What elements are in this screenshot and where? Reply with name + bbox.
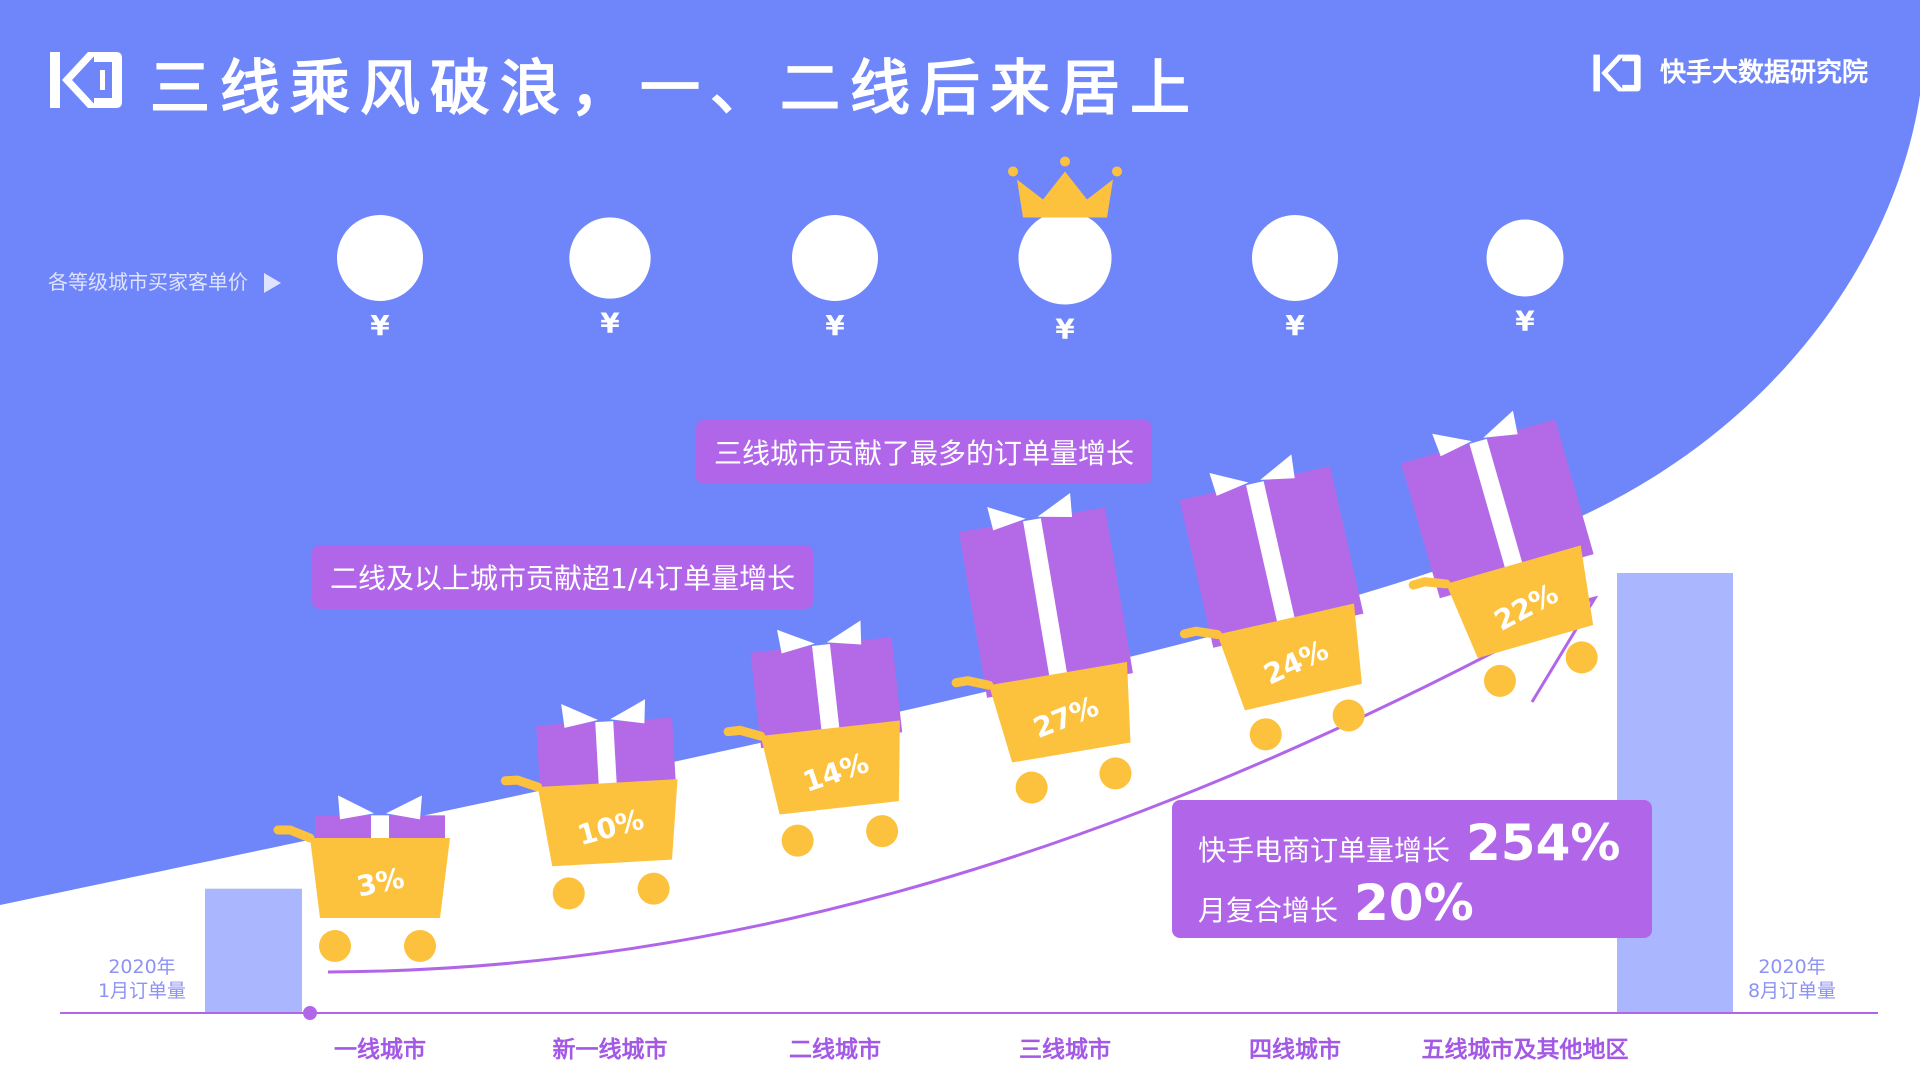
cart-wheel	[637, 872, 670, 905]
axis-start-dot	[303, 1006, 317, 1020]
price-balloon	[1018, 211, 1112, 305]
gift-ribbon	[812, 644, 841, 742]
category-label: 一线城市	[334, 1037, 426, 1063]
brand-name: 快手大数据研究院	[1659, 58, 1868, 88]
crown-icon	[1017, 171, 1113, 218]
cart-wheel	[781, 824, 814, 857]
gift-bow-left	[1432, 433, 1472, 457]
jan-label-text: 1月订单量	[97, 980, 187, 1002]
gift-ribbon	[1246, 481, 1298, 633]
currency-icon: ¥	[1285, 309, 1305, 342]
page-title: 三线乘风破浪，一、二线后来居上	[150, 54, 1200, 124]
currency-icon: ¥	[370, 309, 390, 342]
cart-wheel	[404, 930, 436, 962]
price-balloon	[337, 215, 423, 301]
aug-label-year: 2020年	[1758, 956, 1826, 978]
gift-bow-right	[1260, 454, 1295, 480]
aug-label-text: 8月订单量	[1747, 980, 1837, 1002]
gift-ribbon	[595, 721, 618, 796]
price-row-label: 各等级城市买家客单价	[48, 266, 282, 295]
category-label: 二线城市	[789, 1037, 881, 1063]
gift-bow-right	[1483, 410, 1518, 438]
cart-basket	[310, 838, 450, 918]
cart-handle	[1179, 626, 1222, 640]
gift-bow-right	[1037, 493, 1073, 518]
cart-wheel	[1332, 699, 1365, 732]
growth-label: 快手电商订单量增长	[1198, 834, 1451, 867]
cart-wheel	[866, 815, 899, 848]
order-volume-bar	[205, 888, 302, 1013]
gift-bow-left	[1209, 472, 1249, 496]
price-balloon	[1486, 219, 1564, 297]
gift-bow-right	[610, 699, 646, 724]
cart-group: 10%	[500, 699, 678, 910]
crown-jewel	[1060, 156, 1070, 167]
gift-bow-right	[386, 795, 422, 820]
jan-order-label: 2020年 1月订单量	[82, 955, 202, 1003]
cart-group: 22%	[1401, 410, 1598, 697]
category-label: 三线城市	[1019, 1037, 1111, 1063]
price-label-text: 各等级城市买家客单价	[48, 270, 248, 294]
brand-logo-icon	[1593, 54, 1641, 92]
cart-wheel	[1015, 771, 1048, 804]
kuaishou-logo-icon	[50, 52, 122, 108]
summary-callout: 快手电商订单量增长 254% 月复合增长 20%	[1172, 800, 1652, 938]
cart-handle	[723, 725, 766, 741]
jan-label-year: 2020年	[108, 956, 176, 978]
currency-icon: ¥	[1515, 304, 1535, 337]
growth-value: 254%	[1466, 814, 1621, 872]
crown-jewel	[1112, 166, 1122, 177]
category-label: 四线城市	[1249, 1037, 1341, 1063]
cart-handle	[273, 825, 315, 843]
cart-basket	[537, 779, 678, 867]
gift-bow-left	[777, 629, 815, 654]
cagr-value: 20%	[1354, 874, 1474, 932]
cart-basket	[1446, 545, 1594, 659]
cart-wheel	[1099, 757, 1132, 790]
cart-group: 3%	[273, 795, 450, 962]
cart-basket	[988, 661, 1131, 763]
gift-bow-left	[987, 507, 1026, 531]
currency-icon: ¥	[600, 307, 620, 340]
currency-icon: ¥	[1055, 313, 1075, 346]
cart-wheel	[1483, 664, 1516, 697]
cart-basket	[1217, 603, 1362, 711]
gift-bow-left	[338, 795, 374, 820]
cart-group: 27%	[951, 493, 1133, 804]
cart-basket	[760, 720, 900, 815]
cart-group: 14%	[723, 620, 903, 857]
gift-ribbon	[1469, 438, 1526, 579]
cart-wheel	[319, 930, 351, 962]
callout-second-tier: 二线及以上城市贡献超1/4订单量增长	[312, 545, 814, 609]
cagr-label: 月复合增长	[1198, 894, 1339, 927]
price-balloon	[1252, 215, 1338, 301]
category-label: 新一线城市	[552, 1037, 668, 1063]
cart-handle	[1408, 577, 1451, 590]
play-arrow-icon	[264, 273, 282, 293]
price-balloon	[792, 215, 878, 301]
gift-bow-left	[561, 703, 599, 728]
gift-ribbon	[1023, 518, 1069, 687]
currency-icon: ¥	[825, 309, 845, 342]
growth-arrow-line	[327, 596, 1596, 974]
aug-order-label: 2020年 8月订单量	[1732, 955, 1852, 1003]
callout-third-tier: 三线城市贡献了最多的订单量增长	[696, 420, 1153, 484]
price-balloon	[569, 217, 651, 299]
cart-group: 24%	[1179, 454, 1365, 751]
gift-bow-right	[826, 620, 862, 645]
order-volume-bar	[1617, 573, 1733, 1013]
cart-handle	[951, 676, 994, 690]
cart-wheel	[1565, 641, 1598, 674]
cart-handle	[500, 775, 543, 792]
crown-jewel	[1008, 166, 1018, 177]
cart-wheel	[1249, 718, 1282, 751]
category-label: 五线城市及其他地区	[1421, 1037, 1629, 1063]
cart-wheel	[552, 877, 585, 910]
